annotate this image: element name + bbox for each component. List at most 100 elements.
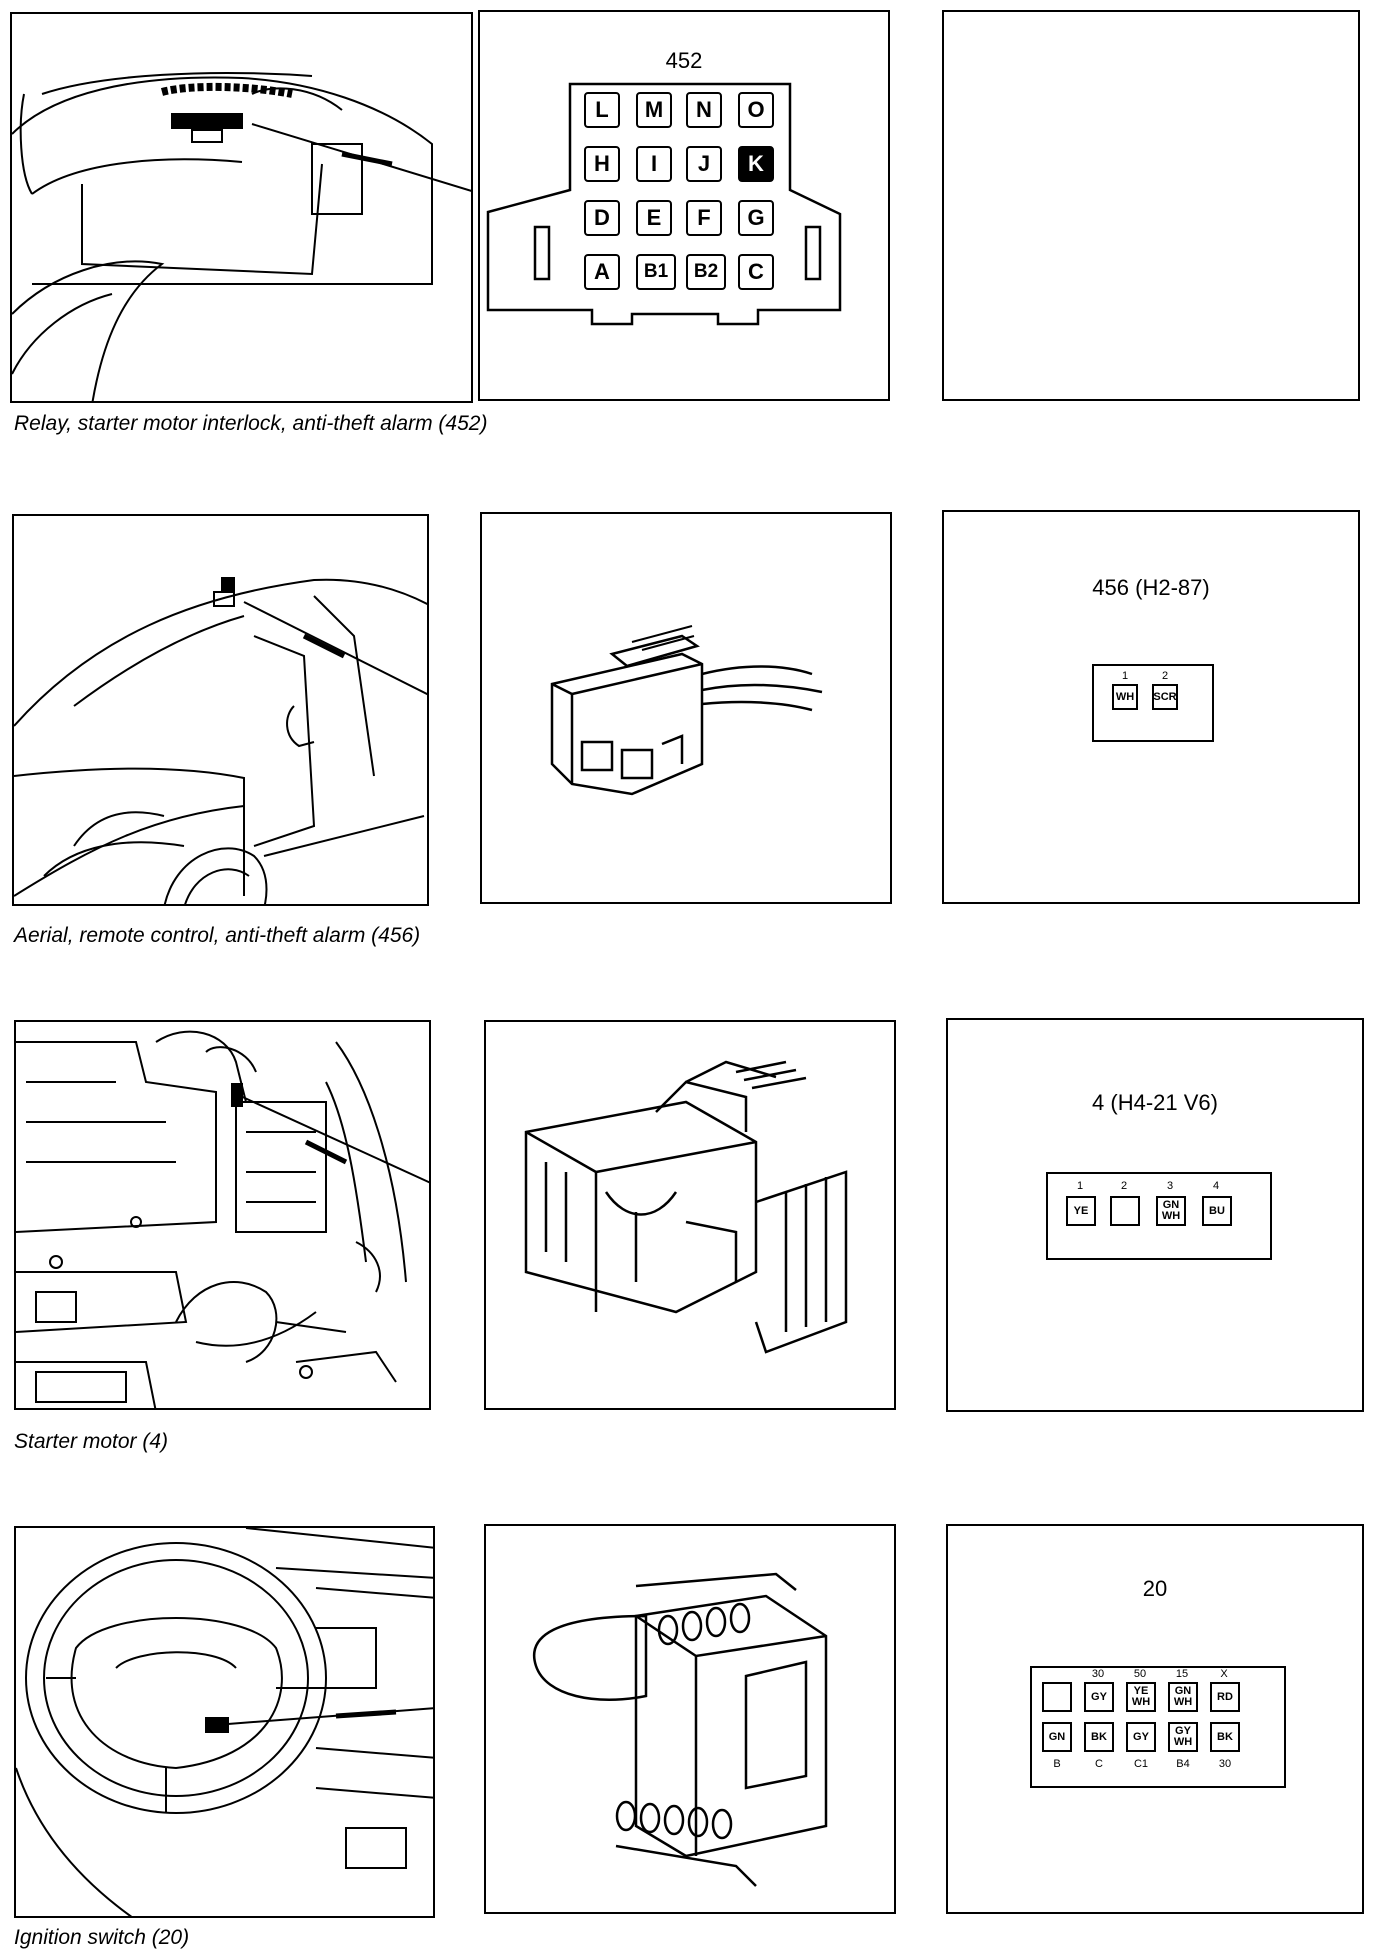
pin-number: 2 <box>1120 1180 1128 1192</box>
connector-pin-key: H <box>584 146 620 182</box>
connector-4-plug-drawing <box>524 1060 848 1354</box>
pin-cell <box>1110 1196 1140 1226</box>
location-illustration-panel <box>14 1020 431 1410</box>
wire-color: RD <box>1217 1690 1233 1703</box>
pin-letter: K <box>748 151 764 176</box>
terminal-label: 30 <box>1218 1758 1232 1770</box>
pin-letter: E <box>646 205 662 230</box>
wire-color: GY <box>1091 1690 1107 1703</box>
pin-letter: C <box>748 259 764 284</box>
connector-pin-key: J <box>686 146 722 182</box>
pin-letter: B2 <box>693 261 719 282</box>
wire-color: GN <box>1174 1685 1192 1697</box>
connector-452-housing <box>486 82 842 326</box>
pin-letter: A <box>594 259 610 284</box>
connector-pin-key: E <box>636 200 672 236</box>
connector-456-illustration-panel <box>480 512 892 904</box>
terminal-label: C1 <box>1133 1758 1149 1770</box>
steering-column-location-illustration <box>16 1528 433 1916</box>
wire-color: GN <box>1048 1730 1066 1743</box>
pin-number: 1 <box>1076 1180 1084 1192</box>
connector-pin-key: F <box>686 200 722 236</box>
pin-letter: N <box>696 97 712 122</box>
pin-cell: YE <box>1066 1196 1096 1226</box>
terminal-label: B4 <box>1176 1758 1190 1770</box>
pin-number: 2 <box>1161 670 1169 682</box>
wire-color: BK <box>1091 1730 1107 1743</box>
connector-456-plug-drawing <box>550 625 823 796</box>
wire-color: WH <box>1131 1696 1151 1708</box>
connector-pin-key: N <box>686 92 722 128</box>
pin-letter: L <box>595 97 609 122</box>
pin-cell: BU <box>1202 1196 1232 1226</box>
connector-pin-key: L <box>584 92 620 128</box>
wire-color: WH <box>1173 1696 1193 1708</box>
pin-cell: WH <box>1112 684 1138 710</box>
pin-cell <box>1042 1682 1072 1712</box>
connector-pin-key: K <box>738 146 774 182</box>
pin-number: 3 <box>1166 1180 1174 1192</box>
connector-pin-key: D <box>584 200 620 236</box>
pin-cell: BK <box>1210 1722 1240 1752</box>
pin-letter: F <box>697 205 711 230</box>
wire-color: YE <box>1133 1685 1149 1697</box>
wire-color: WH <box>1115 690 1135 703</box>
pin-number: 50 <box>1133 1668 1147 1680</box>
pin-cell: BK <box>1084 1722 1114 1752</box>
wire-color: SCR <box>1153 690 1177 703</box>
connector-title: 456 (H2-87) <box>1092 575 1210 600</box>
pin-number: 1 <box>1121 670 1129 682</box>
location-illustration-panel <box>10 12 473 403</box>
wire-color: GY <box>1133 1730 1149 1743</box>
location-illustration-panel <box>12 514 429 906</box>
pin-letter: D <box>594 205 610 230</box>
wire-color: GN <box>1162 1199 1180 1211</box>
wire-color: BK <box>1217 1730 1233 1743</box>
engine-bay-location-illustration <box>16 1030 429 1408</box>
pin-number: 15 <box>1175 1668 1189 1680</box>
pin-cell: GY <box>1084 1682 1114 1712</box>
pin-letter: M <box>644 97 664 122</box>
pin-letter: H <box>594 151 610 176</box>
pin-cell: SCR <box>1152 684 1178 710</box>
component-caption: Starter motor (4) <box>14 1430 169 1453</box>
connector-20-illustration-panel <box>484 1524 896 1914</box>
pin-letter: G <box>747 205 765 230</box>
pin-letter: I <box>650 151 658 176</box>
component-caption: Aerial, remote control, anti-theft alarm… <box>14 924 421 947</box>
connector-title: 20 <box>1142 1576 1168 1601</box>
terminal-label: B <box>1053 1758 1061 1770</box>
terminal-label: C <box>1095 1758 1103 1770</box>
connector-pin-key: O <box>738 92 774 128</box>
connector-pin-key: G <box>738 200 774 236</box>
dashboard-location-illustration <box>12 72 471 401</box>
pin-diagram-frame <box>1030 1666 1286 1788</box>
wire-color: GY <box>1175 1725 1191 1737</box>
pin-cell: GN <box>1042 1722 1072 1752</box>
pin-number: X <box>1220 1668 1228 1680</box>
connector-20-plug-drawing <box>533 1572 828 1887</box>
pin-cell: GY <box>1126 1722 1156 1752</box>
connector-pin-key: I <box>636 146 672 182</box>
pin-cell: RD <box>1210 1682 1240 1712</box>
connector-pin-key: C <box>738 254 774 290</box>
pin-number: 4 <box>1212 1180 1220 1192</box>
wire-color: WH <box>1161 1210 1181 1222</box>
connector-pin-key: M <box>636 92 672 128</box>
wire-color: BU <box>1209 1204 1225 1217</box>
connector-pin-key: B2 <box>686 254 726 290</box>
wire-color: YE <box>1073 1204 1089 1217</box>
component-caption: Ignition switch (20) <box>14 1926 190 1949</box>
connector-pin-key: B1 <box>636 254 676 290</box>
connector-4-illustration-panel <box>484 1020 896 1410</box>
pin-letter: B1 <box>643 261 669 282</box>
empty-pin-panel <box>942 10 1360 401</box>
connector-title: 4 (H4-21 V6) <box>1092 1090 1218 1115</box>
pin-letter: J <box>697 151 711 176</box>
